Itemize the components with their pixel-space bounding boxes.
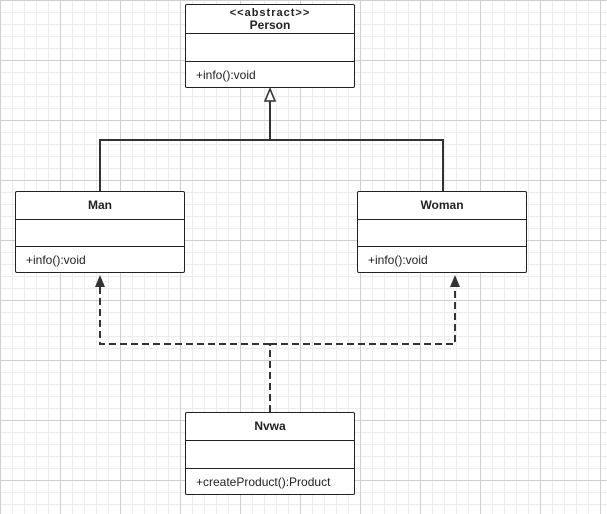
generalization-line-man bbox=[99, 139, 270, 191]
class-woman[interactable]: Woman +info():void bbox=[357, 191, 527, 273]
class-nvwa-header: Nvwa bbox=[186, 413, 354, 441]
class-nvwa[interactable]: Nvwa +createProduct():Product bbox=[185, 412, 355, 495]
dependency-line-woman bbox=[270, 287, 456, 345]
class-woman-header: Woman bbox=[358, 192, 526, 220]
class-person-header: <<abstract>> Person bbox=[186, 5, 354, 34]
dependency-arrowhead-man bbox=[95, 275, 105, 287]
class-person-attributes bbox=[186, 34, 354, 62]
class-person-name: Person bbox=[249, 17, 291, 32]
class-man-operations: +info():void bbox=[26, 252, 86, 267]
dependency-arrowhead-woman bbox=[450, 275, 460, 287]
generalization-line-woman bbox=[270, 139, 444, 191]
hollow-triangle-arrowhead bbox=[263, 86, 277, 102]
class-nvwa-operations: +createProduct():Product bbox=[196, 474, 331, 489]
class-woman-name: Woman bbox=[420, 198, 464, 212]
dependency-line-man bbox=[99, 287, 270, 345]
class-nvwa-attributes bbox=[186, 441, 354, 469]
class-person-stereotype: <<abstract>> bbox=[229, 6, 311, 19]
class-woman-attributes bbox=[358, 220, 526, 247]
class-person[interactable]: <<abstract>> Person +info():void bbox=[185, 4, 355, 88]
dependency-connector[interactable] bbox=[99, 287, 456, 412]
class-man-attributes bbox=[16, 220, 184, 247]
class-man-name: Man bbox=[88, 198, 112, 212]
class-woman-operations: +info():void bbox=[368, 252, 428, 267]
class-person-operations: +info():void bbox=[196, 67, 256, 82]
class-man[interactable]: Man +info():void bbox=[15, 191, 185, 273]
class-man-header: Man bbox=[16, 192, 184, 220]
class-nvwa-name: Nvwa bbox=[254, 419, 286, 433]
generalization-connector[interactable] bbox=[99, 86, 444, 191]
